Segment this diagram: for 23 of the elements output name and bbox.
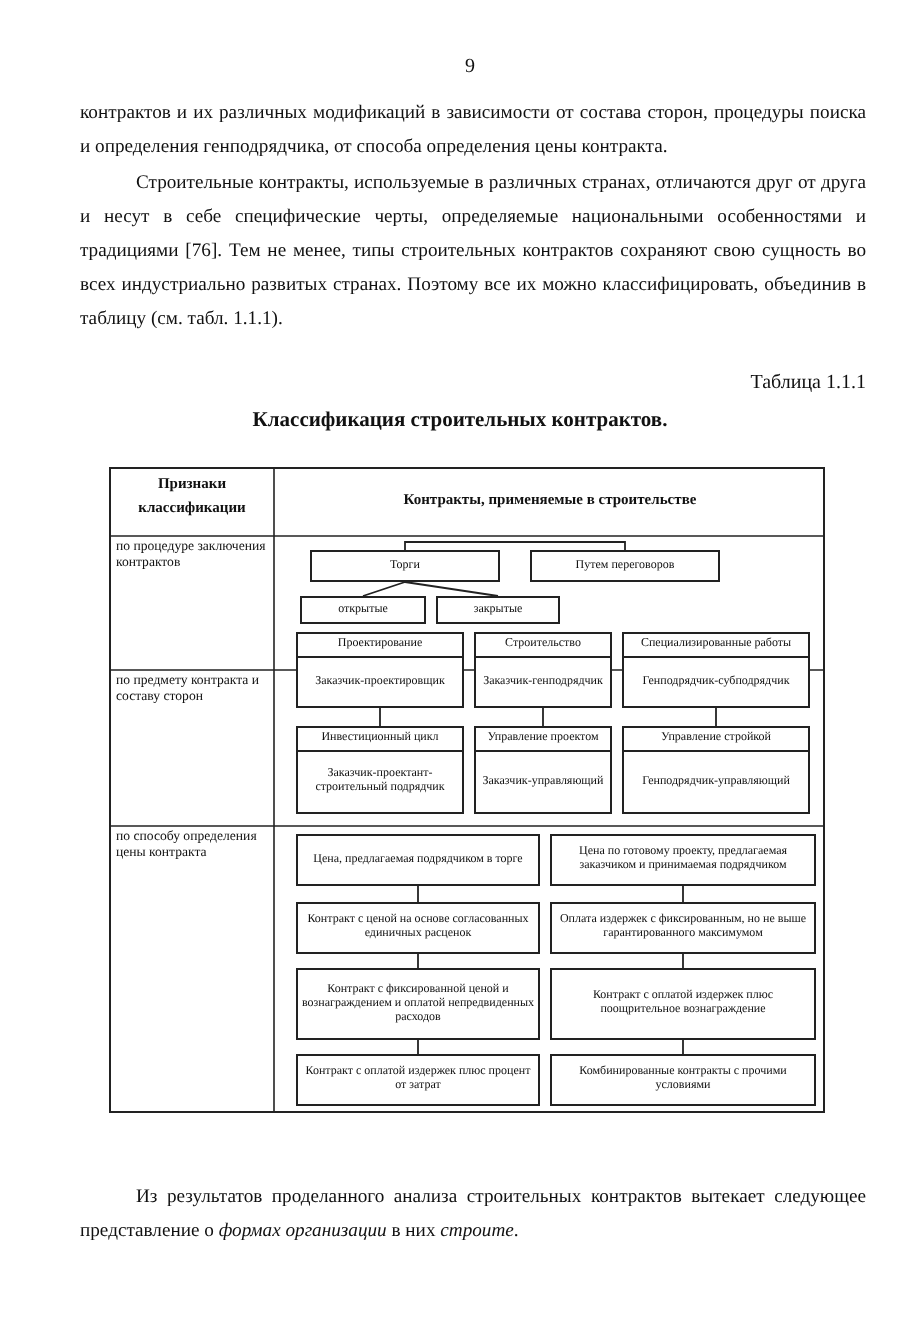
connector-line — [542, 707, 544, 727]
paragraph: Из результатов проделанного анализа строительных контрактов вытекает следующее представление о формах организации в них строите. — [80, 1184, 866, 1246]
category-box — [622, 726, 810, 814]
category-box — [622, 632, 810, 708]
page-number: 9 — [463, 56, 477, 80]
category-box — [474, 632, 612, 708]
category-box — [474, 726, 612, 814]
connector-line — [417, 885, 419, 903]
category-box — [296, 726, 464, 814]
connector-line — [682, 953, 684, 969]
paragraph: контрактов и их различных модификаций в зависимости от состава сторон, процедуры поиска и определения генподрядчика, от способа определения цены контракта. — [80, 100, 866, 162]
connector-line — [417, 953, 419, 969]
connector-line — [404, 541, 626, 551]
connector-line — [715, 707, 717, 727]
connector-line — [417, 1039, 419, 1055]
connector-line — [682, 1039, 684, 1055]
connector-line — [682, 885, 684, 903]
connector-line — [379, 707, 381, 727]
table-title: Классификация строительных контрактов. — [250, 410, 670, 432]
table-number: Таблица 1.1.1 — [748, 372, 866, 396]
connector-line — [362, 581, 406, 597]
paragraph: Строительные контракты, используемые в различных странах, отличаются друг от друга и несут в себе специфические черты, определяемые национальными особенностями и традициями [76]. Тем не менее, типы строительных контрактов сохраняют свою сущность во всех индустриально развитых странах. Поэтому все их можно классифицировать, объединив в таблицу (см. табл. 1.1.1). — [80, 170, 866, 334]
category-box — [296, 632, 464, 708]
